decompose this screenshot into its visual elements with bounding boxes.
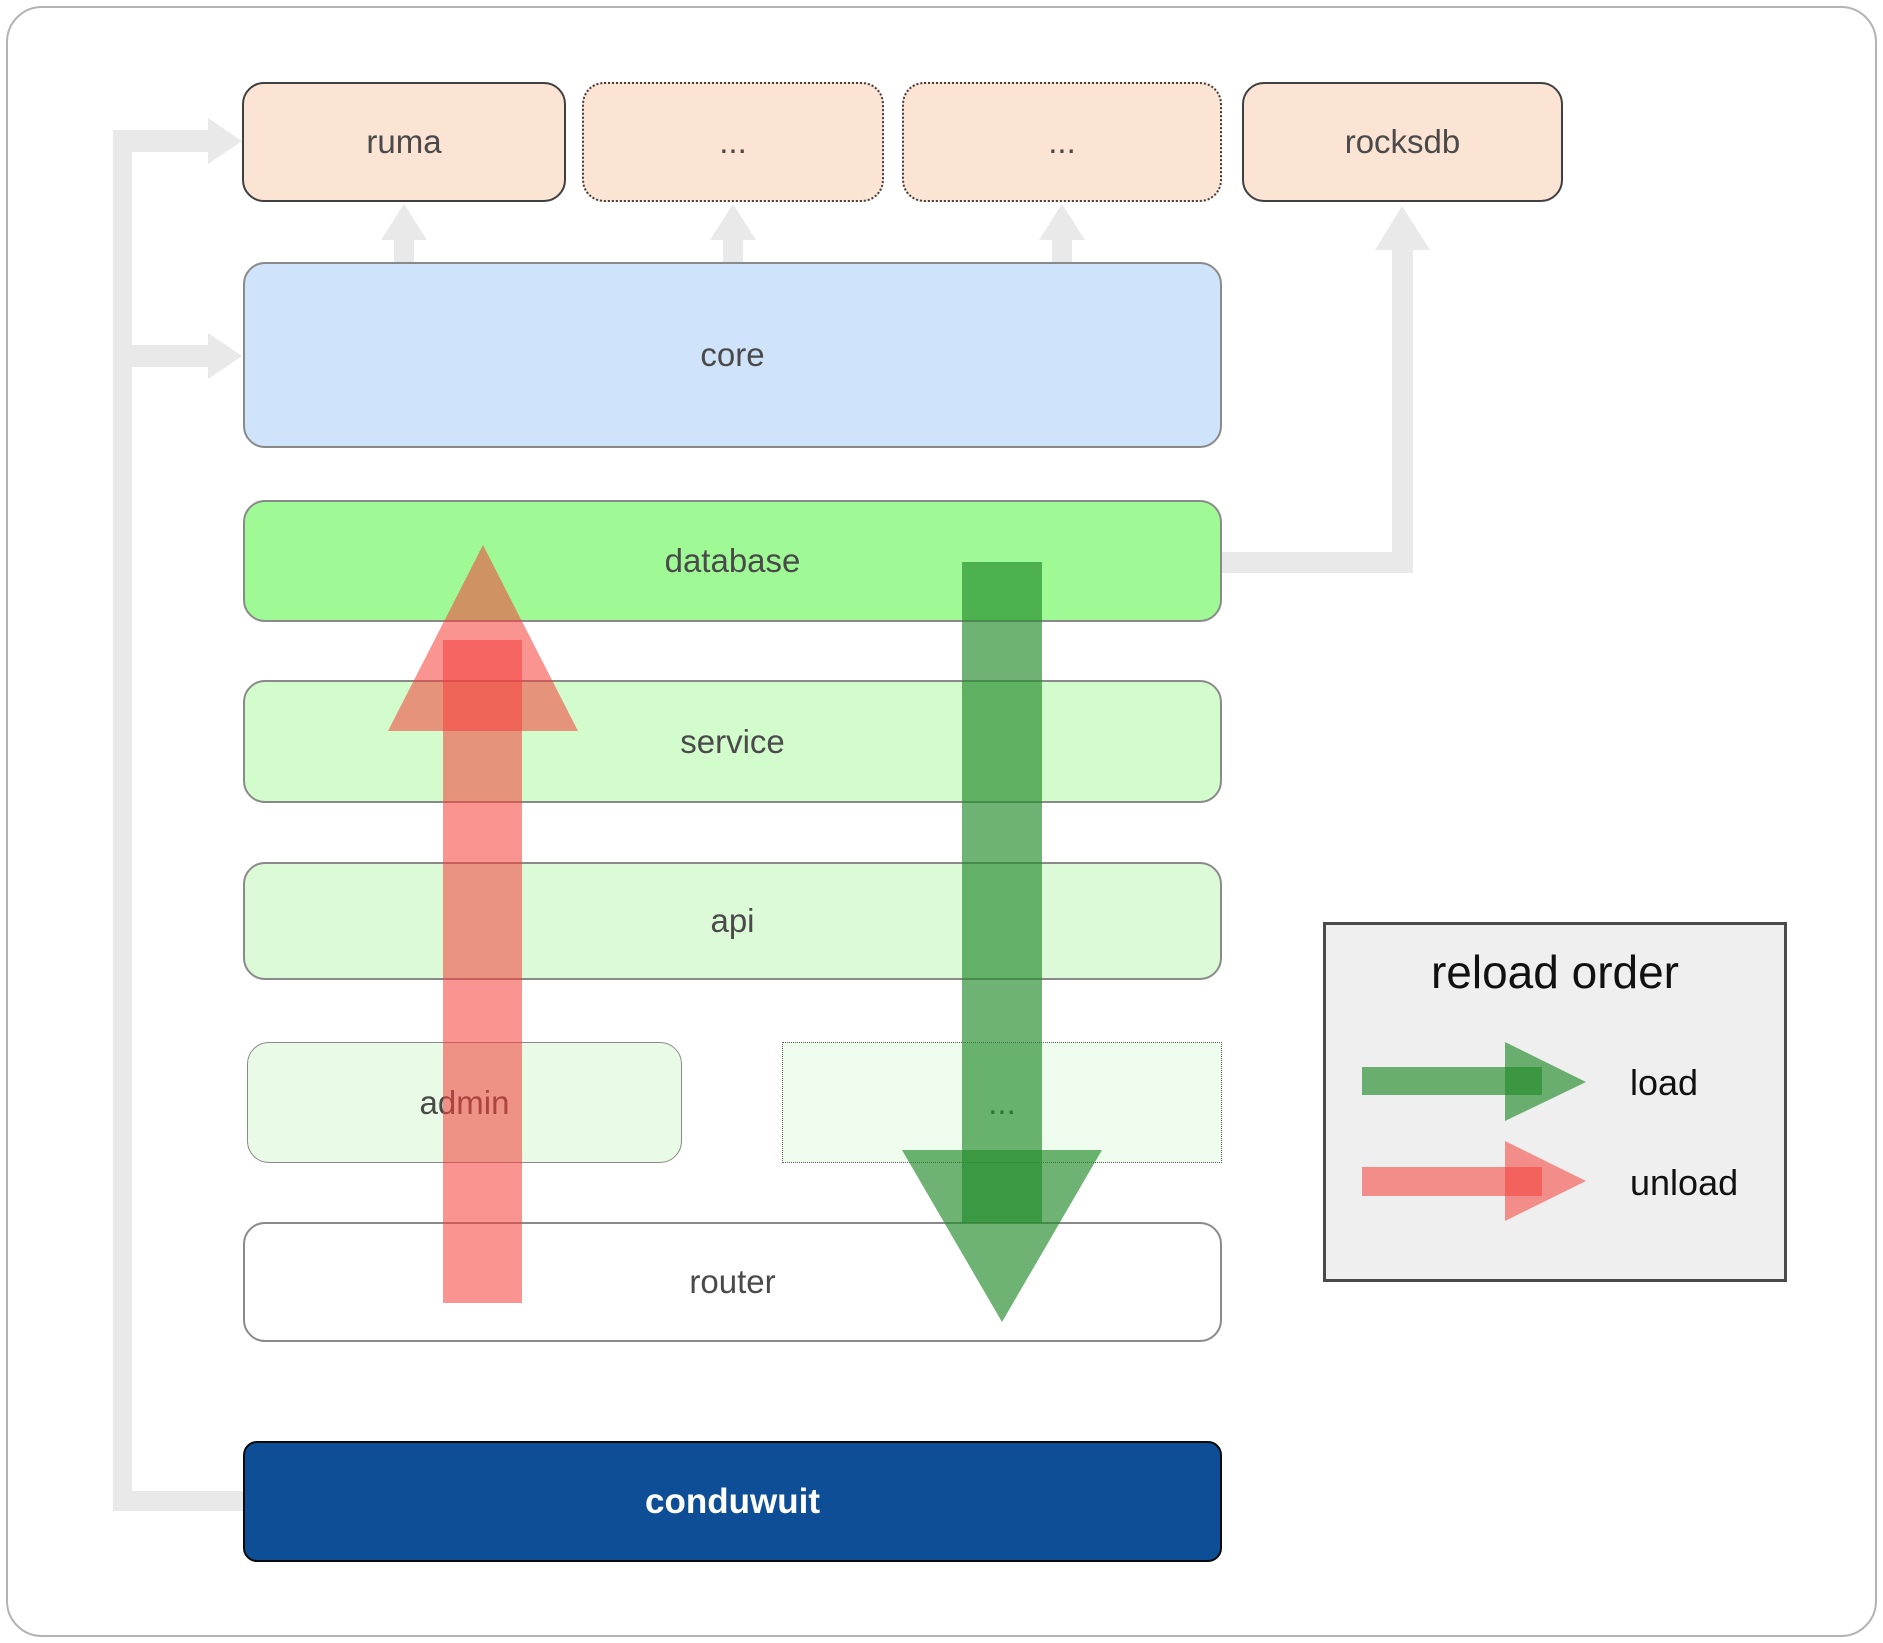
layer-label-database: database [664, 542, 801, 579]
module-box-ellipsis-2: ... [902, 82, 1222, 202]
module-label-ellipsis-1: ... [719, 123, 747, 160]
layer-label-api: api [710, 902, 755, 939]
layer-label-core: core [700, 336, 765, 373]
layer-box-database: database [243, 500, 1222, 622]
legend-label-load: load [1630, 1062, 1699, 1103]
module-box-ruma: ruma [242, 82, 566, 202]
layer-box-admin: admin [247, 1042, 682, 1163]
layer-label-service: service [680, 722, 785, 760]
layer-label-admin: admin [419, 1083, 510, 1121]
module-label-ruma: ruma [366, 123, 442, 160]
layer-box-api: api [243, 862, 1222, 980]
layer-box-conduwuit: conduwuit [243, 1441, 1222, 1562]
layer-box-router: router [243, 1222, 1222, 1342]
legend-box: reload order load unload [1323, 922, 1787, 1282]
module-label-ellipsis-2: ... [1048, 123, 1076, 160]
module-box-ellipsis-1: ... [582, 82, 884, 202]
layer-label-conduwuit: conduwuit [645, 1481, 820, 1521]
outer-frame [6, 6, 1877, 1637]
layer-label-ellipsis-mid: ... [988, 1083, 1016, 1121]
layer-box-core: core [243, 262, 1222, 448]
legend-label-unload: unload [1630, 1162, 1739, 1203]
module-label-rocksdb: rocksdb [1344, 123, 1461, 160]
layer-box-ellipsis-mid: ... [782, 1042, 1222, 1163]
module-box-rocksdb: rocksdb [1242, 82, 1563, 202]
legend-title: reload order [1430, 946, 1680, 998]
layer-box-service: service [243, 680, 1222, 803]
layer-label-router: router [689, 1263, 776, 1300]
